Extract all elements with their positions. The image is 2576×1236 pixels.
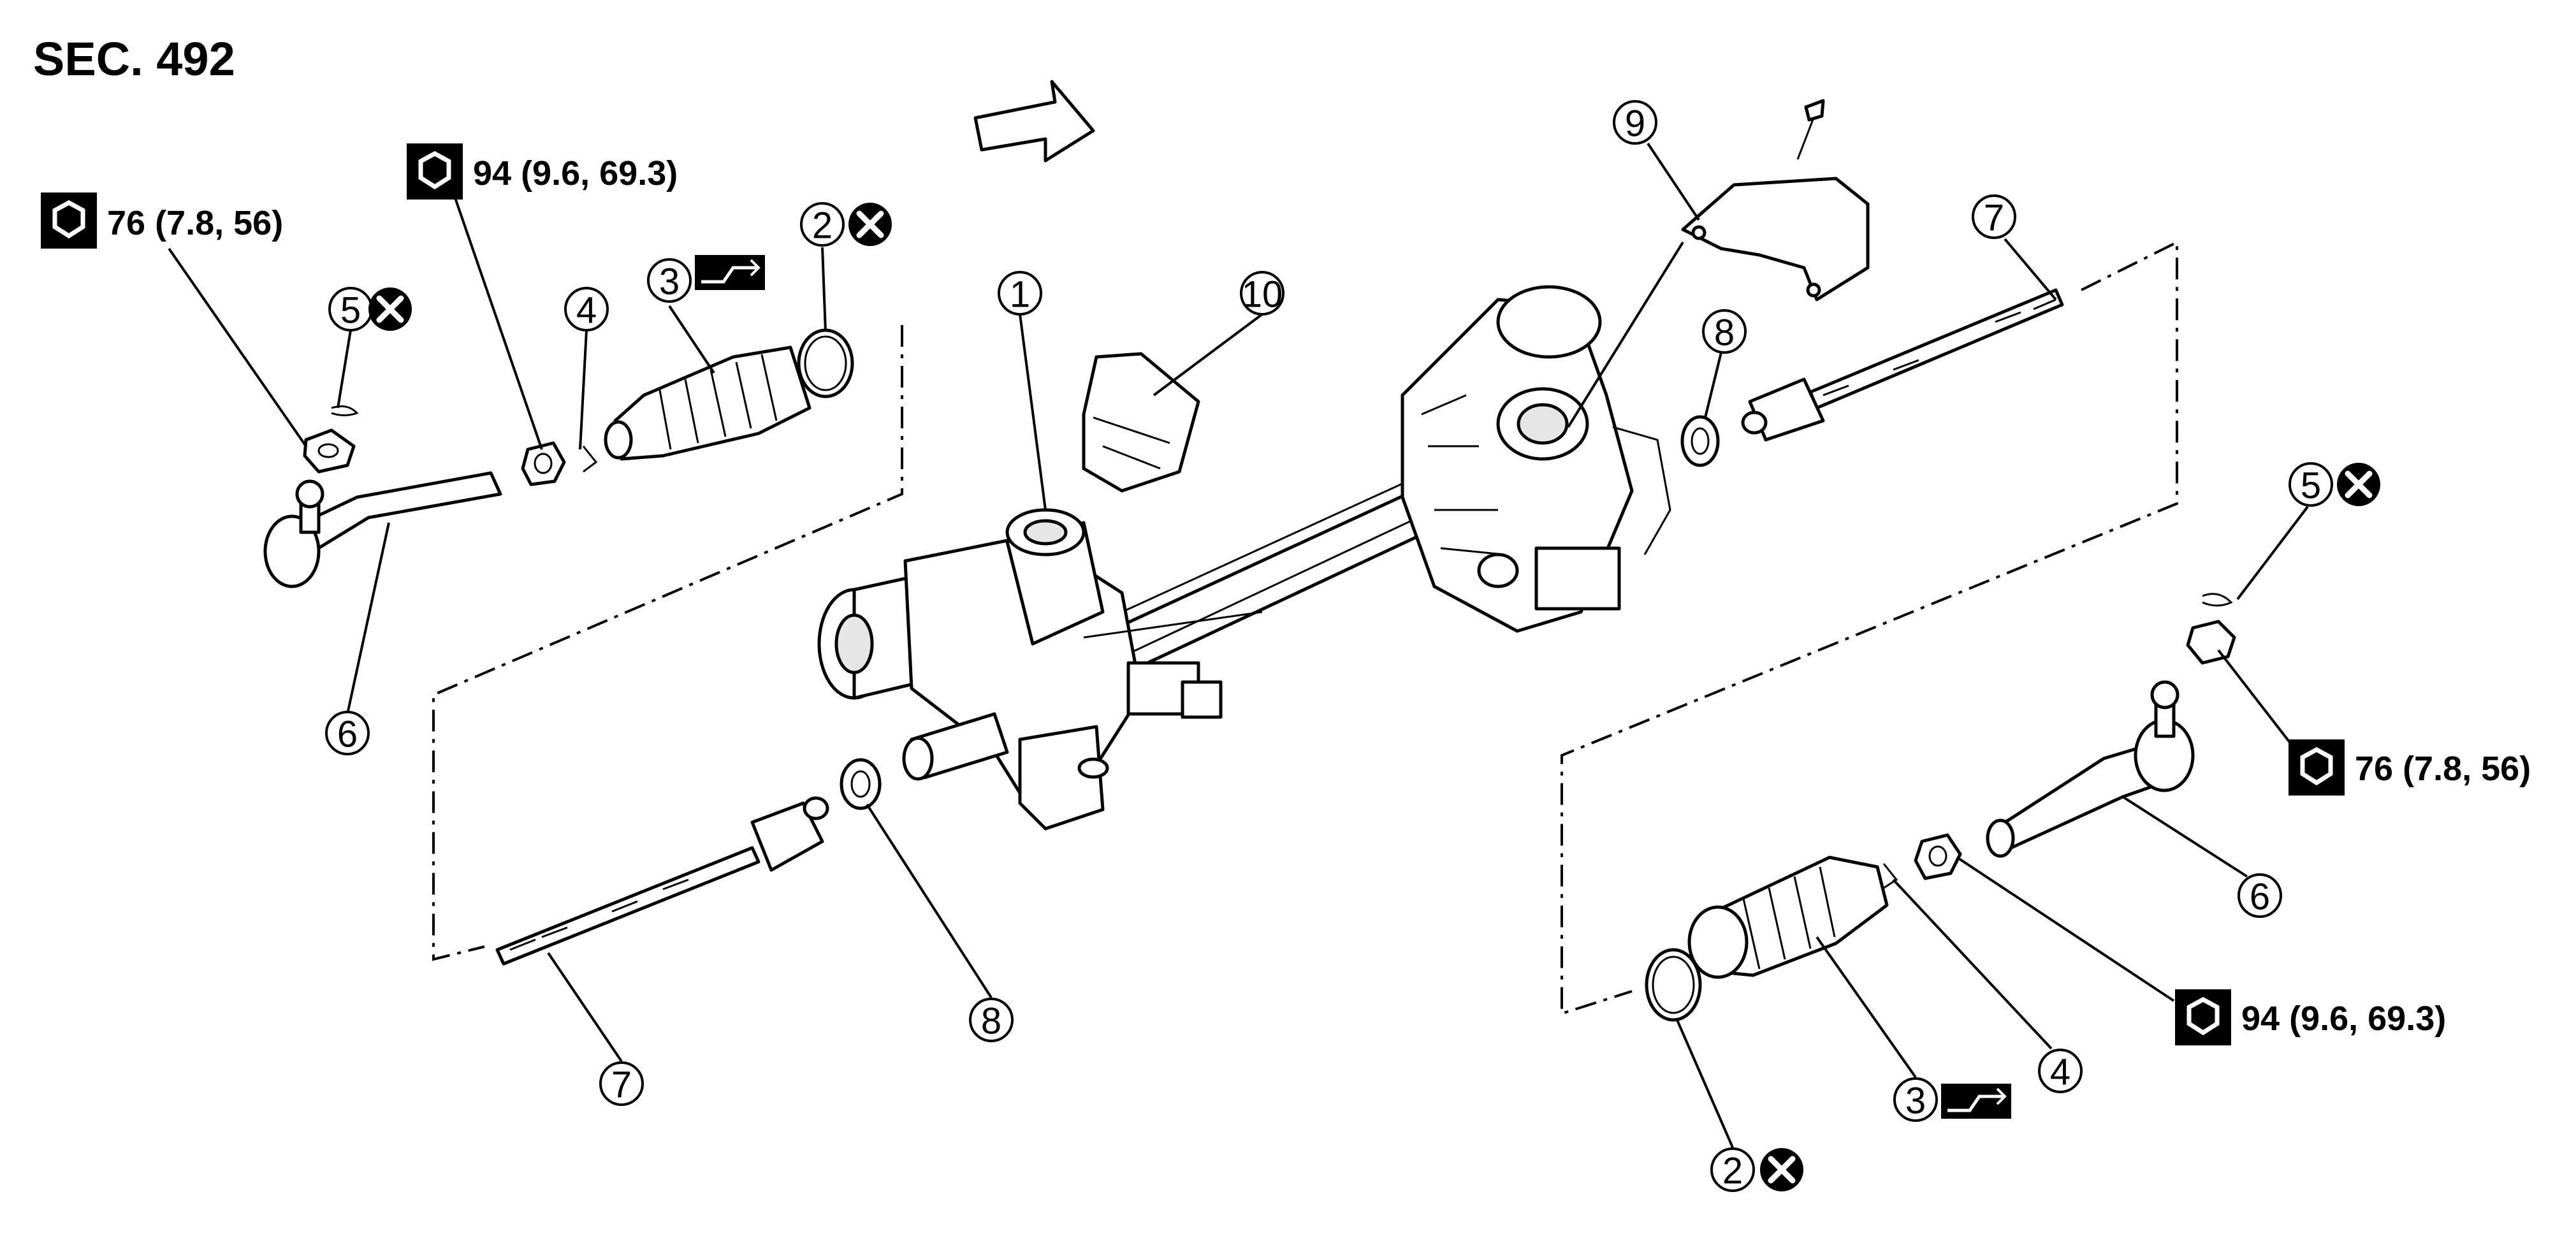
phantom-line-left-upper — [432, 325, 903, 961]
part-5-cotter-pin-left — [331, 405, 359, 416]
torque-leader-lines — [168, 171, 2296, 1002]
phantom-line-right-upper — [1561, 240, 2178, 1015]
callout-7-upper-right: 7 — [1972, 194, 2016, 239]
torque-wrench-icon — [2289, 739, 2345, 796]
callout-8-upper-right: 8 — [1702, 309, 1747, 354]
part-6-tie-rod-end-left — [263, 471, 502, 588]
torque-wrench-icon — [407, 143, 463, 200]
part-3-boot-left — [604, 345, 811, 461]
part-3-boot-right — [1687, 855, 1889, 979]
svg-text:2: 2 — [1722, 1151, 1743, 1192]
part-4-lock-nut-right — [1914, 833, 1962, 880]
svg-text:7: 7 — [611, 1065, 632, 1106]
svg-text:76 (7.8, 56): 76 (7.8, 56) — [107, 204, 283, 242]
torque-spec-inner-left: 94 (9.6, 69.3) — [407, 143, 678, 200]
svg-text:10: 10 — [1242, 274, 1283, 316]
callout-9: 9 — [1613, 100, 1657, 145]
grease-apply-icon — [695, 255, 765, 290]
leader-lines — [337, 142, 2309, 1148]
part-9-bracket — [1681, 177, 1870, 302]
svg-text:76 (7.8, 56): 76 (7.8, 56) — [2355, 750, 2531, 788]
callout-5-right: 5 — [2289, 462, 2333, 507]
svg-text:94 (9.6, 69.3): 94 (9.6, 69.3) — [473, 154, 678, 193]
svg-text:5: 5 — [340, 290, 361, 331]
part-2-boot-clamp-right — [1645, 948, 1702, 1022]
part-4-lock-nut-left — [521, 441, 566, 486]
part-10-dust-cover — [1082, 352, 1200, 493]
part-9-bolt — [1796, 99, 1825, 160]
do-not-reuse-icon — [368, 287, 412, 331]
part-7-inner-tie-rod-left — [495, 796, 829, 966]
part-5-cotter-pin-right — [2202, 593, 2233, 607]
part-2-boot-clamp-left — [797, 328, 854, 398]
callout-7-lower-left: 7 — [599, 1061, 644, 1106]
torque-wrench-icon — [2175, 989, 2231, 1045]
part-8-washer-left — [840, 758, 882, 810]
svg-text:3: 3 — [1905, 1080, 1926, 1122]
part-4-clip-right — [1881, 863, 1898, 891]
callout-3-left: 3 — [647, 258, 692, 303]
do-not-reuse-icon — [848, 203, 892, 246]
callout-2-right: 2 — [1710, 1147, 1755, 1192]
svg-text:6: 6 — [337, 714, 358, 755]
front-direction-arrow-icon — [973, 80, 1095, 163]
do-not-reuse-icon — [1760, 1148, 1803, 1191]
do-not-reuse-icon — [2337, 463, 2380, 506]
svg-text:2: 2 — [812, 205, 833, 247]
part-4-clip-left — [582, 446, 598, 473]
callout-1: 1 — [998, 271, 1042, 316]
svg-text:94 (9.6, 69.3): 94 (9.6, 69.3) — [2241, 1000, 2446, 1038]
svg-text:9: 9 — [1625, 103, 1645, 145]
svg-text:8: 8 — [1714, 312, 1735, 354]
section-title: SEC. 492 — [33, 33, 235, 85]
part-8-washer-right — [1680, 415, 1720, 467]
svg-text:4: 4 — [576, 290, 597, 331]
callout-2-left: 2 — [800, 202, 845, 247]
torque-spec-inner-right: 94 (9.6, 69.3) — [2175, 989, 2446, 1045]
part-5-nut-right — [2186, 620, 2236, 665]
svg-text:7: 7 — [1984, 198, 2004, 239]
callout-4-left: 4 — [564, 287, 609, 331]
torque-wrench-icon — [41, 193, 97, 249]
callout-6-right: 6 — [2238, 873, 2282, 918]
steering-gear-assembly — [817, 285, 1671, 831]
part-6-tie-rod-end-right — [1986, 680, 2195, 858]
callout-6-left: 6 — [325, 711, 370, 755]
callout-4-right: 4 — [2038, 1049, 2083, 1093]
callout-5-left: 5 — [328, 287, 373, 331]
svg-text:3: 3 — [659, 261, 680, 303]
torque-spec-outer-left: 76 (7.8, 56) — [41, 193, 283, 249]
callout-8-lower-left: 8 — [969, 998, 1014, 1042]
svg-text:4: 4 — [2050, 1052, 2070, 1093]
svg-text:8: 8 — [981, 1001, 1001, 1042]
part-5-nut-left — [303, 428, 356, 474]
torque-spec-outer-right: 76 (7.8, 56) — [2289, 739, 2531, 796]
part-7-inner-tie-rod-right — [1741, 288, 2064, 442]
svg-text:5: 5 — [2301, 465, 2321, 507]
grease-apply-icon — [1941, 1084, 2011, 1119]
callout-10: 10 — [1240, 271, 1284, 316]
svg-text:1: 1 — [1010, 274, 1030, 316]
svg-text:6: 6 — [2250, 876, 2270, 918]
callout-3-right: 3 — [1893, 1077, 1938, 1122]
